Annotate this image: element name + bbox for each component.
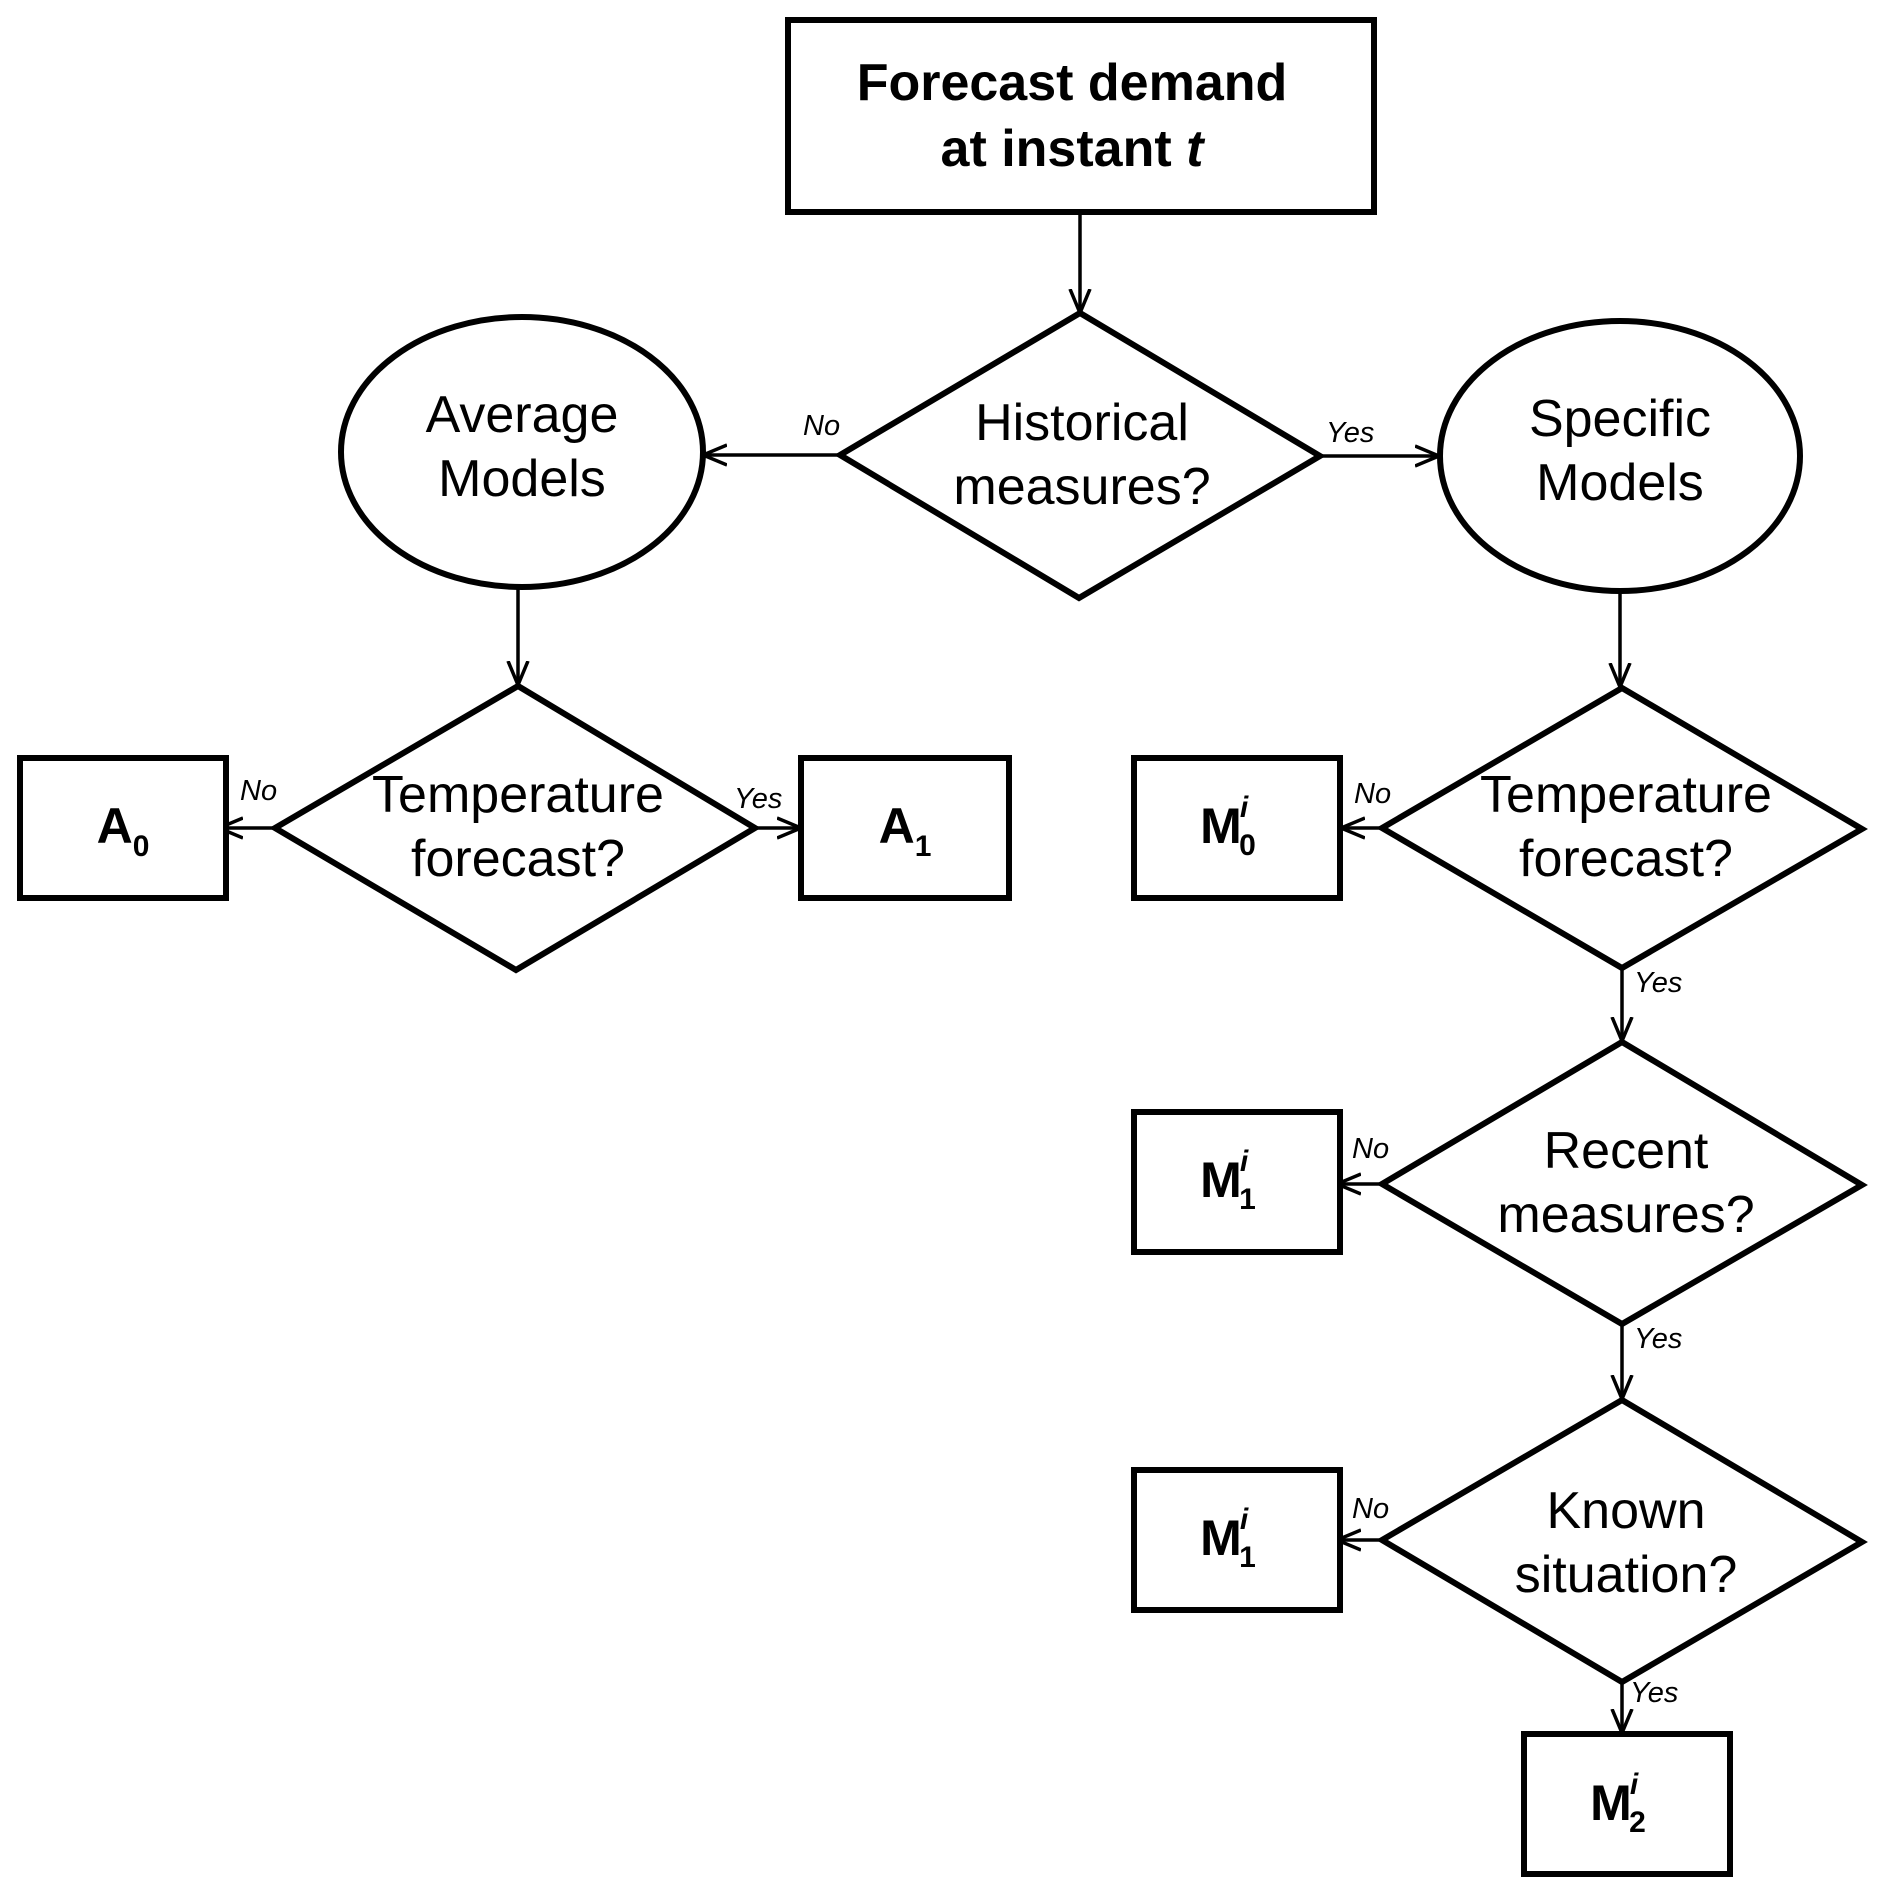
decision-recent-line1: Recent bbox=[1544, 1122, 1709, 1180]
decision-temperature-left-line2: forecast? bbox=[411, 830, 625, 888]
start-node-line2: at instant t bbox=[941, 120, 1207, 178]
decision-historical-line1: Historical bbox=[975, 394, 1189, 452]
average-models-node: Average Models bbox=[338, 314, 706, 590]
decision-known-line2: situation? bbox=[1515, 1546, 1738, 1604]
average-models-line2: Models bbox=[438, 450, 606, 508]
average-models-line1: Average bbox=[426, 386, 619, 444]
specific-models-node: Specific Models bbox=[1437, 318, 1803, 594]
edge-label-temp-left-no: No bbox=[240, 775, 277, 807]
decision-recent-measures: Recent measures? bbox=[1376, 1038, 1868, 1328]
edge-label-temp-left-yes: Yes bbox=[734, 783, 782, 815]
edge-label-historical-no: No bbox=[803, 410, 840, 442]
decision-temperature-left-line1: Temperature bbox=[372, 766, 664, 824]
specific-models-line2: Models bbox=[1536, 454, 1704, 512]
start-node-line1: Forecast demand bbox=[857, 54, 1288, 112]
decision-historical-measures: Historical measures? bbox=[834, 309, 1326, 602]
decision-temperature-left: Temperature forecast? bbox=[269, 682, 761, 974]
edge-label-known-yes: Yes bbox=[1630, 1677, 1678, 1709]
decision-temperature-right-line2: forecast? bbox=[1519, 830, 1733, 888]
edge-label-known-no: No bbox=[1352, 1493, 1389, 1525]
start-node: Forecast demand at instant t bbox=[785, 17, 1377, 215]
model-a0-label: A0 bbox=[97, 798, 150, 863]
edge-label-recent-no: No bbox=[1352, 1133, 1389, 1165]
model-a0-box: A0 bbox=[17, 755, 229, 901]
edge-labels: No Yes No Yes No Yes No Yes No Yes bbox=[240, 410, 1682, 1709]
model-a1-box: A1 bbox=[798, 755, 1012, 901]
specific-models-line1: Specific bbox=[1529, 390, 1711, 448]
edge-label-historical-yes: Yes bbox=[1326, 417, 1374, 449]
edges bbox=[220, 213, 1622, 1732]
decision-recent-line2: measures? bbox=[1497, 1186, 1754, 1244]
decision-temperature-right-line1: Temperature bbox=[1480, 766, 1772, 824]
decision-historical-line2: measures? bbox=[953, 458, 1210, 516]
edge-label-temp-right-yes: Yes bbox=[1634, 967, 1682, 999]
edge-label-temp-right-no: No bbox=[1354, 778, 1391, 810]
model-a1-label: A1 bbox=[879, 798, 932, 863]
edge-label-recent-yes: Yes bbox=[1634, 1323, 1682, 1355]
decision-known-line1: Known bbox=[1547, 1482, 1706, 1540]
decision-known-situation: Known situation? bbox=[1376, 1396, 1868, 1686]
decision-temperature-right: Temperature forecast? bbox=[1376, 684, 1868, 972]
